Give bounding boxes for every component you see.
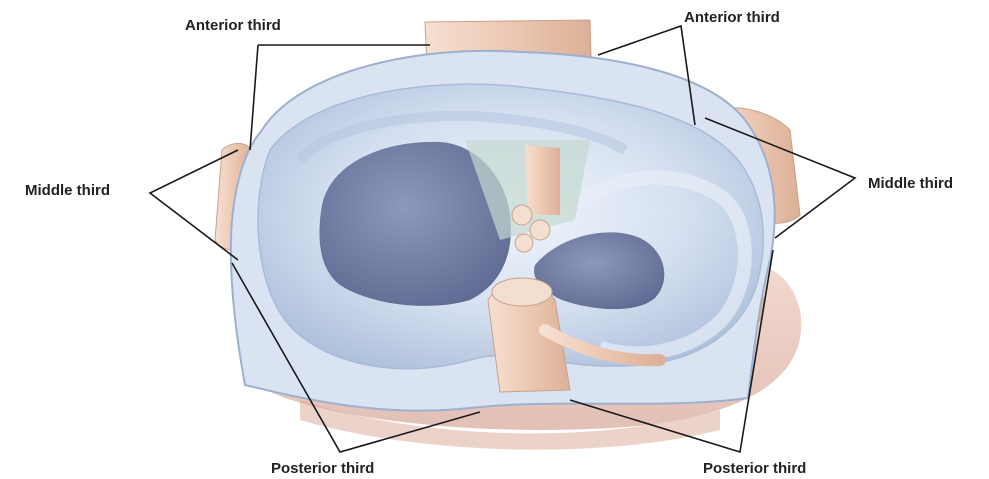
label-posterior-third-right: Posterior third xyxy=(703,461,806,476)
label-middle-third-right: Middle third xyxy=(868,176,953,191)
label-anterior-third-left: Anterior third xyxy=(185,18,281,33)
label-anterior-third-right: Anterior third xyxy=(684,10,780,25)
label-posterior-third-left: Posterior third xyxy=(271,461,374,476)
label-middle-third-left: Middle third xyxy=(25,183,110,198)
leader-anterior-left-drop xyxy=(250,45,258,150)
